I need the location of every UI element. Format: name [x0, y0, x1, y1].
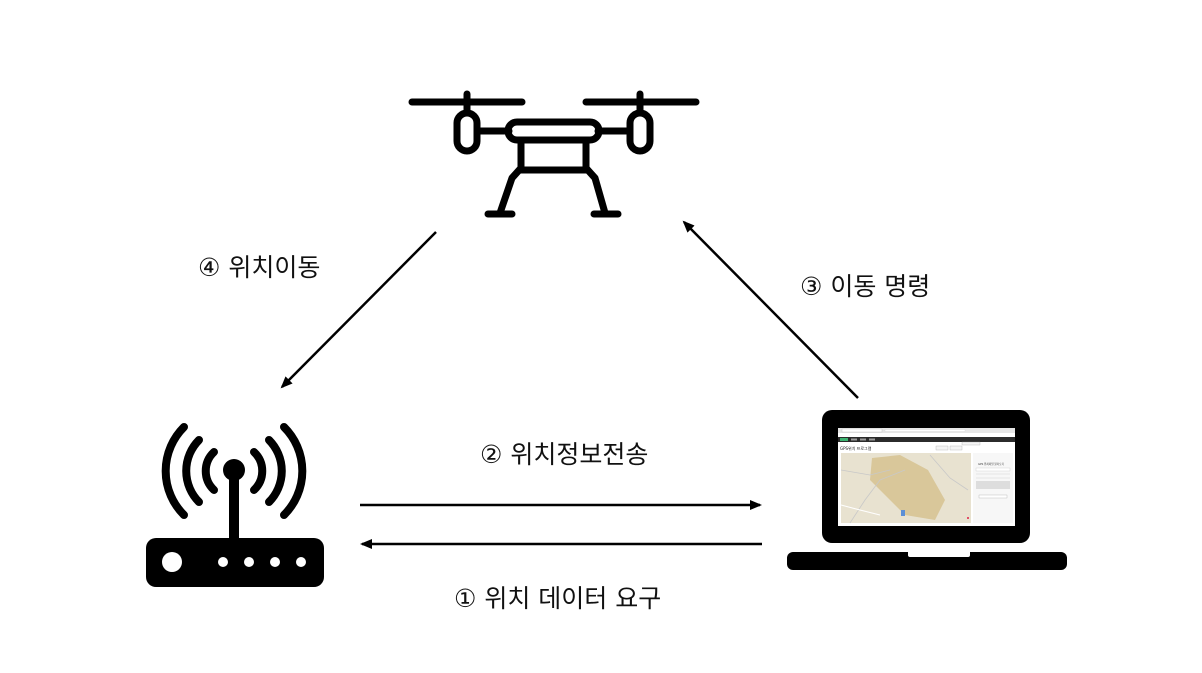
drone-icon — [408, 90, 700, 218]
step3-label: ③ 이동 명령 — [800, 272, 931, 301]
step2-label: ② 위치정보전송 — [480, 440, 649, 469]
screen-title: GPS위치 프로그램 — [840, 445, 872, 451]
screen-panel-title: GPS 위치파일 불러오기 — [978, 462, 1005, 466]
arrows — [280, 220, 859, 549]
wifi-router-icon — [146, 423, 324, 587]
arrow-laptop-to-drone — [682, 220, 859, 399]
step1-label: ① 위치 데이터 요구 — [454, 584, 662, 613]
laptop-screen: GPS위치 프로그램 GPS 위치파일 불러오기 — [838, 428, 1015, 526]
step4-label: ④ 위치이동 — [198, 253, 321, 282]
arrow-drone-to-router — [280, 231, 437, 389]
laptop-icon: GPS위치 프로그램 GPS 위치파일 불러오기 — [787, 410, 1067, 570]
